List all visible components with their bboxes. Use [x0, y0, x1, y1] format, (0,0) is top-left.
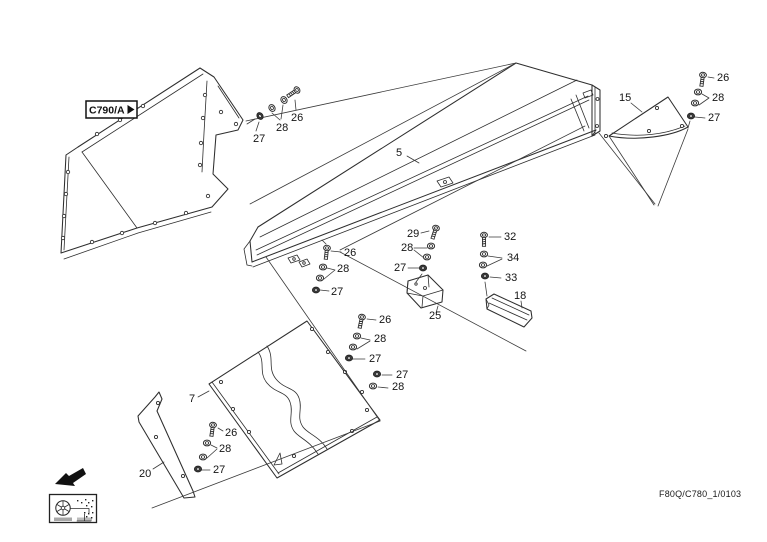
part-callout[interactable]: 34: [507, 252, 519, 264]
lock-washer-icon: [311, 286, 321, 294]
part-callout[interactable]: 28: [337, 263, 349, 275]
assembly-leader-lines: [151, 62, 689, 509]
washer-icon: [422, 253, 432, 261]
lock-washer-icon: [480, 272, 490, 280]
washer-icon: [352, 332, 362, 340]
bolt-icon: [355, 313, 367, 330]
part-callout[interactable]: 26: [291, 112, 303, 124]
callout-labels: 27 28 26 26 28 27 15 5 26 28 27 29 28 27…: [139, 72, 729, 480]
section-locator: [48, 468, 98, 524]
washer-icon: [479, 250, 489, 258]
top-rail-panel-5: [243, 62, 609, 268]
part-callout[interactable]: 28: [219, 443, 231, 455]
doc-number: F80Q/C780_1/0103: [659, 489, 741, 499]
part-callout[interactable]: 28: [401, 242, 413, 254]
lock-washer-icon: [372, 370, 382, 378]
part-callout[interactable]: 28: [392, 381, 404, 393]
callout-leaders: [152, 76, 715, 471]
part-callout[interactable]: 26: [344, 247, 356, 259]
part-callout[interactable]: 27: [369, 353, 381, 365]
washer-icon: [348, 343, 358, 351]
part-callout[interactable]: 18: [514, 290, 526, 302]
washer-icon: [198, 453, 208, 461]
part-callout[interactable]: 26: [379, 314, 391, 326]
bolt-icon: [207, 421, 218, 438]
bolt-icon: [697, 71, 708, 88]
washer-icon: [426, 242, 436, 250]
washer-icon: [693, 88, 703, 96]
washer-icon: [267, 102, 277, 114]
washer-icon: [318, 263, 328, 271]
forward-arrow-icon: [127, 105, 135, 114]
part-callout[interactable]: 32: [504, 231, 516, 243]
part-callout[interactable]: 27: [394, 262, 406, 274]
direction-arrow-icon: [55, 468, 86, 486]
washer-icon: [690, 99, 700, 107]
support-rail-18: [485, 293, 533, 328]
reference-label[interactable]: C790/A: [89, 105, 125, 117]
part-callout[interactable]: 28: [712, 92, 724, 104]
part-callout[interactable]: 29: [407, 228, 419, 240]
part-callout[interactable]: 26: [225, 427, 237, 439]
part-callout[interactable]: 25: [429, 310, 441, 322]
part-callout[interactable]: 5: [396, 147, 402, 159]
bolt-icon: [285, 85, 302, 100]
washer-icon: [202, 439, 212, 447]
washer-icon: [368, 382, 378, 390]
lock-washer-icon: [686, 112, 696, 120]
side-bracket-20: [137, 391, 196, 499]
part-callout[interactable]: 7: [189, 393, 195, 405]
bolt-icon: [321, 244, 332, 261]
part-callout[interactable]: 33: [505, 272, 517, 284]
bolt-icon: [480, 231, 488, 247]
part-callout[interactable]: 27: [253, 133, 265, 145]
part-callout[interactable]: 27: [213, 464, 225, 476]
bolt-icon: [428, 223, 441, 241]
part-callout[interactable]: 27: [708, 112, 720, 124]
reference-link-c790a[interactable]: C790/A: [85, 100, 138, 119]
part-callout[interactable]: 27: [396, 369, 408, 381]
washer-icon: [279, 94, 289, 106]
part-callout[interactable]: 28: [276, 122, 288, 134]
part-callout[interactable]: 15: [619, 92, 631, 104]
washer-icon: [478, 261, 488, 269]
mounting-bracket-25: [406, 274, 444, 309]
part-callout[interactable]: 27: [331, 286, 343, 298]
deflector-panel-c790a: [60, 67, 244, 260]
lock-washer-icon: [193, 465, 203, 473]
machine-section-icon: [48, 493, 98, 524]
lock-washer-icon: [418, 264, 428, 272]
fastener-stack-mid-left: [311, 244, 332, 294]
fastener-stack-lower-mid: [344, 313, 382, 390]
part-callout[interactable]: 28: [374, 333, 386, 345]
part-callout[interactable]: 26: [717, 72, 729, 84]
part-callout[interactable]: 20: [139, 468, 151, 480]
fastener-stack-center-right: [478, 231, 490, 280]
lock-washer-icon: [344, 354, 354, 362]
lower-panel-7: [208, 320, 381, 479]
washer-icon: [315, 274, 325, 282]
lock-washer-icon: [255, 110, 265, 122]
reference-box[interactable]: [85, 100, 138, 119]
